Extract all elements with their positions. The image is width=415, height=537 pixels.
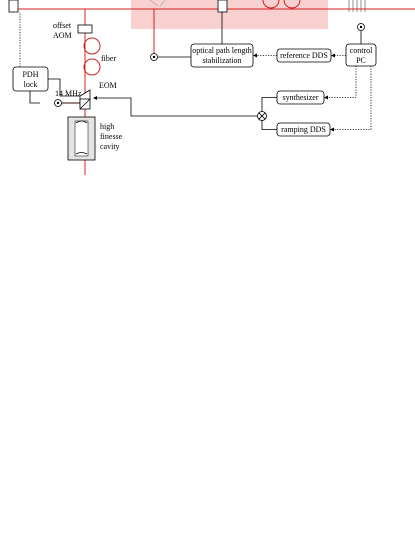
- offset-aom-label: offset: [53, 21, 72, 30]
- partial-fiber-loop: [283, 0, 301, 9]
- fiber-loop-icon: [83, 37, 101, 55]
- partial-fiber-loop: [262, 0, 280, 9]
- cavity-label: finesse: [100, 132, 123, 141]
- wire-ramp-to-mixer: [261, 120, 277, 130]
- photodetector-dot: [359, 25, 363, 29]
- control-pc-label: PC: [356, 56, 366, 65]
- highlight-region: [131, 0, 328, 29]
- cavity-label: cavity: [100, 142, 120, 151]
- cavity-inner: [74, 120, 89, 157]
- partial-optics-right: [348, 0, 366, 12]
- wire-14mhz: [48, 78, 80, 97]
- arrow-head: [331, 53, 335, 58]
- wire-pc-to-synth: [326, 66, 357, 98]
- photodetector-dot: [152, 55, 156, 59]
- cavity-mirror-top: [75, 120, 88, 124]
- arrow-head: [93, 96, 97, 100]
- freq-label: 14 MHz: [55, 89, 82, 98]
- wire-pdh-down: [29, 91, 40, 104]
- control-pc-label: control: [350, 46, 373, 55]
- offset-aom-label: AOM: [53, 31, 72, 40]
- fiber-loop-icon: [83, 58, 101, 76]
- optical-path-label: stabilization: [202, 56, 241, 65]
- offset-aom-box: [77, 24, 93, 34]
- arrow-head: [330, 127, 334, 132]
- wire-mixer-to-eom: [95, 97, 258, 117]
- synthesizer-label: synthesizer: [283, 93, 319, 102]
- optical-path-label: optical path length: [192, 46, 252, 55]
- pdh-lock-label: lock: [24, 80, 38, 89]
- ramping-dds-label: ramping DDS: [281, 125, 326, 134]
- wire-synth-to-mixer: [261, 97, 277, 112]
- beamsplitter-diagonal: [79, 98, 91, 110]
- photodetector-dot: [56, 101, 60, 105]
- partial-box-mid: [217, 0, 228, 13]
- reference-dds-label: reference DDS: [280, 51, 328, 60]
- partial-mirror: [149, 0, 159, 7]
- cavity-mirror-bottom: [75, 152, 88, 155]
- fiber-label: fiber: [101, 54, 116, 63]
- eom-label: EOM: [99, 81, 117, 90]
- arrow-head: [253, 53, 257, 58]
- cavity-label: high: [100, 122, 114, 131]
- pdh-lock-label: PDH: [22, 70, 38, 79]
- partial-mirror: [159, 0, 166, 7]
- mixer-cross: [258, 112, 266, 120]
- wire-pc-to-ramp: [332, 66, 372, 130]
- arrow-head: [324, 95, 328, 100]
- partial-box-left: [8, 0, 19, 13]
